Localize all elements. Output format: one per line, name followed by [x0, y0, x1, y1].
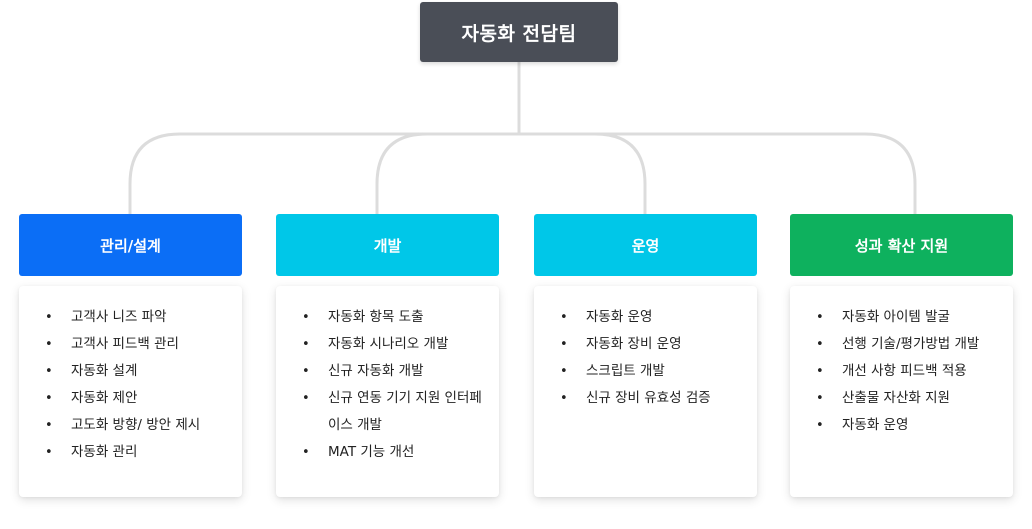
item-list: 고객사 니즈 파악 고객사 피드백 관리 자동화 설계 자동화 제안 고도화 방…	[45, 304, 230, 466]
list-item: 자동화 운영	[560, 304, 745, 331]
column-header: 관리/설계	[19, 214, 242, 276]
column-development: 개발 자동화 항목 도출 자동화 시나리오 개발 신규 자동화 개발 신규 연동…	[276, 214, 499, 497]
item-list: 자동화 아이템 발굴 선행 기술/평가방법 개발 개선 사항 피드백 적용 산출…	[816, 304, 1001, 439]
list-item: 신규 연동 기기 지원 인터페이스 개발	[302, 385, 487, 439]
list-item: 고도화 방향/ 방안 제시	[45, 412, 230, 439]
list-item: 자동화 항목 도출	[302, 304, 487, 331]
list-item: 스크립트 개발	[560, 358, 745, 385]
column-header: 운영	[534, 214, 757, 276]
list-item: 자동화 장비 운영	[560, 331, 745, 358]
column-operation: 운영 자동화 운영 자동화 장비 운영 스크립트 개발 신규 장비 유효성 검증	[534, 214, 757, 497]
branch-line-2	[375, 132, 519, 214]
list-item: 신규 자동화 개발	[302, 358, 487, 385]
root-node-title: 자동화 전담팀	[420, 2, 618, 62]
item-list: 자동화 항목 도출 자동화 시나리오 개발 신규 자동화 개발 신규 연동 기기…	[302, 304, 487, 466]
list-item: 고객사 니즈 파악	[45, 304, 230, 331]
list-item: 신규 장비 유효성 검증	[560, 385, 745, 412]
column-body: 자동화 아이템 발굴 선행 기술/평가방법 개발 개선 사항 피드백 적용 산출…	[790, 286, 1013, 497]
list-item: 자동화 제안	[45, 385, 230, 412]
list-item: 산출물 자산화 지원	[816, 385, 1001, 412]
list-item: 자동화 아이템 발굴	[816, 304, 1001, 331]
branch-line-1	[128, 132, 519, 214]
column-performance-support: 성과 확산 지원 자동화 아이템 발굴 선행 기술/평가방법 개발 개선 사항 …	[790, 214, 1013, 497]
column-body: 고객사 니즈 파악 고객사 피드백 관리 자동화 설계 자동화 제안 고도화 방…	[19, 286, 242, 497]
list-item: 선행 기술/평가방법 개발	[816, 331, 1001, 358]
column-body: 자동화 운영 자동화 장비 운영 스크립트 개발 신규 장비 유효성 검증	[534, 286, 757, 497]
list-item: MAT 기능 개선	[302, 439, 487, 466]
list-item: 자동화 관리	[45, 439, 230, 466]
list-item: 자동화 설계	[45, 358, 230, 385]
list-item: 자동화 운영	[816, 412, 1001, 439]
list-item: 자동화 시나리오 개발	[302, 331, 487, 358]
column-body: 자동화 항목 도출 자동화 시나리오 개발 신규 자동화 개발 신규 연동 기기…	[276, 286, 499, 497]
item-list: 자동화 운영 자동화 장비 운영 스크립트 개발 신규 장비 유효성 검증	[560, 304, 745, 412]
column-header: 성과 확산 지원	[790, 214, 1013, 276]
list-item: 고객사 피드백 관리	[45, 331, 230, 358]
column-header: 개발	[276, 214, 499, 276]
column-management-design: 관리/설계 고객사 니즈 파악 고객사 피드백 관리 자동화 설계 자동화 제안…	[19, 214, 242, 497]
branch-line-4	[519, 132, 917, 214]
list-item: 개선 사항 피드백 적용	[816, 358, 1001, 385]
branch-line-3	[519, 132, 647, 214]
